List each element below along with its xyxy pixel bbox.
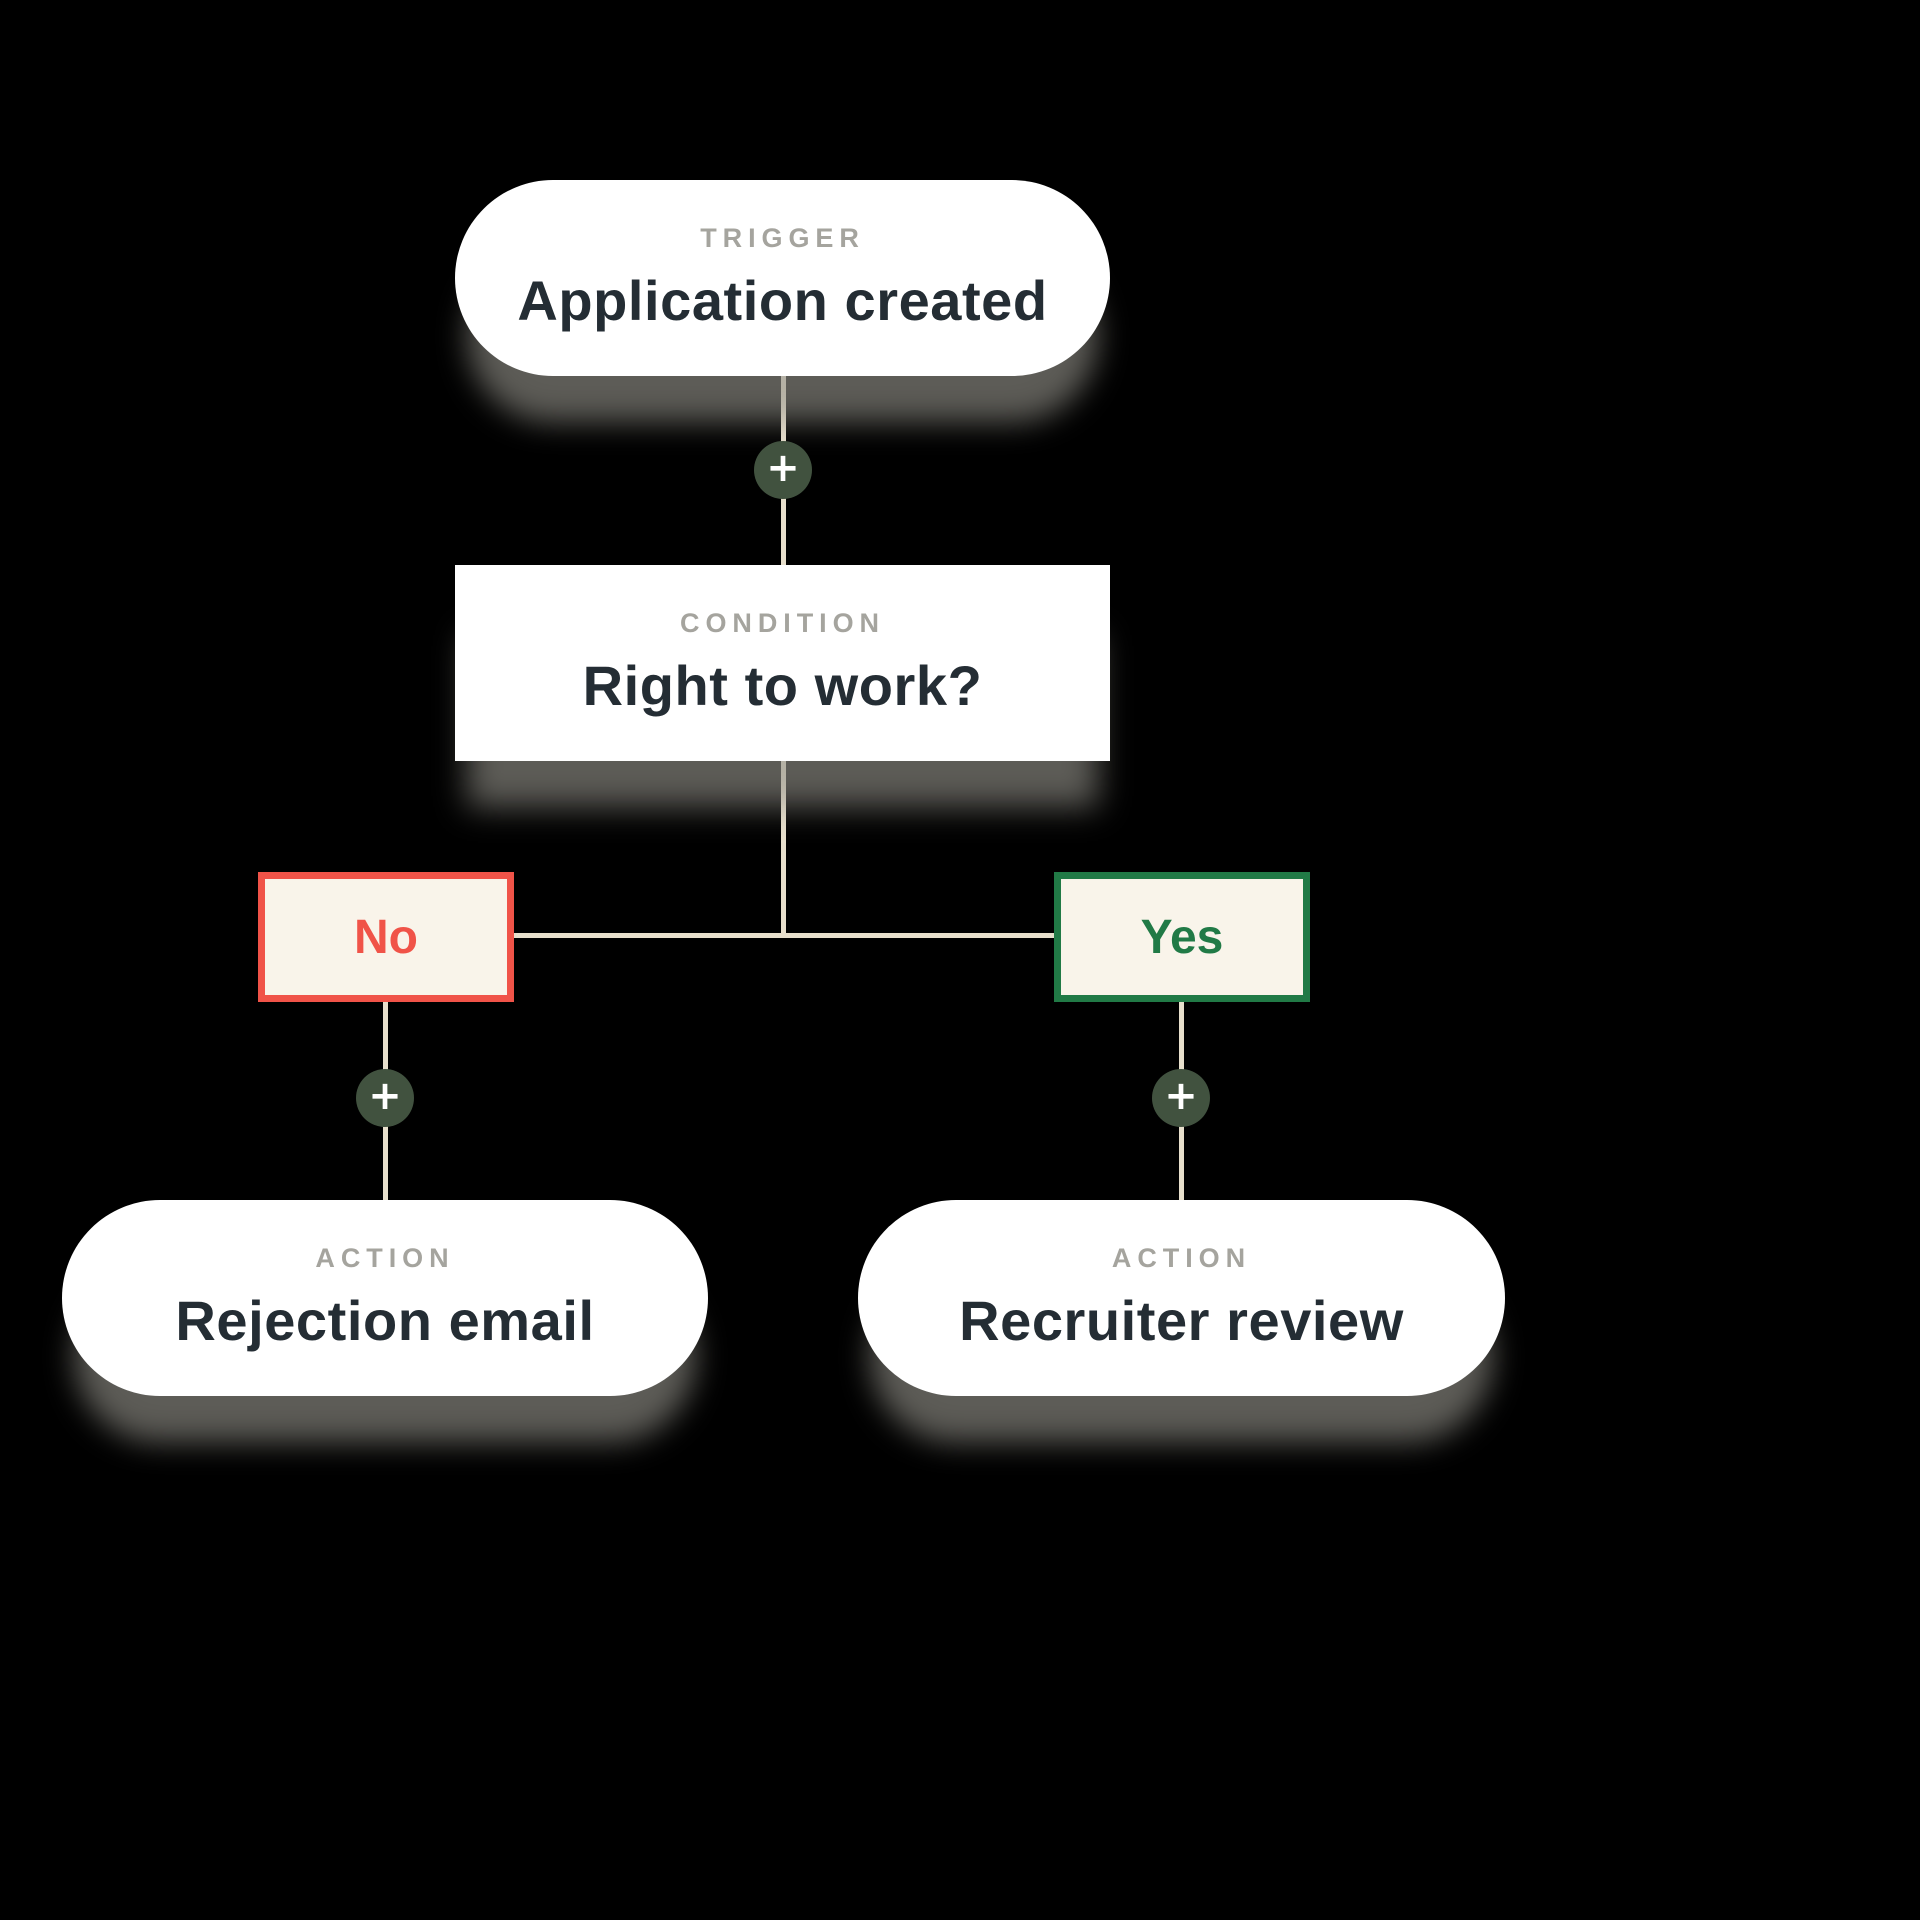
node-type-label: TRIGGER (700, 223, 865, 253)
add-step-button-no[interactable]: + (356, 1069, 414, 1127)
connector-condition-to-branch (781, 758, 786, 938)
node-title: Rejection email (175, 1289, 595, 1352)
node-title: Right to work? (582, 654, 983, 717)
plus-icon: + (368, 1073, 402, 1119)
add-step-button-top[interactable]: + (754, 441, 812, 499)
branch-yes[interactable]: Yes (1054, 872, 1310, 1002)
node-trigger[interactable]: TRIGGER Application created (455, 180, 1110, 376)
connector-branch-horizontal (512, 933, 1057, 938)
add-step-button-yes[interactable]: + (1152, 1069, 1210, 1127)
plus-icon: + (766, 445, 800, 491)
node-condition[interactable]: CONDITION Right to work? (455, 565, 1110, 761)
branch-label: No (354, 910, 418, 964)
node-action-rejection-email[interactable]: ACTION Rejection email (62, 1200, 708, 1396)
node-title: Recruiter review (959, 1289, 1404, 1352)
branch-no[interactable]: No (258, 872, 514, 1002)
node-action-recruiter-review[interactable]: ACTION Recruiter review (858, 1200, 1505, 1396)
node-type-label: ACTION (315, 1243, 455, 1273)
branch-label: Yes (1140, 910, 1224, 964)
plus-icon: + (1164, 1073, 1198, 1119)
node-type-label: ACTION (1111, 1243, 1252, 1273)
node-title: Application created (517, 269, 1048, 332)
node-type-label: CONDITION (680, 608, 885, 638)
